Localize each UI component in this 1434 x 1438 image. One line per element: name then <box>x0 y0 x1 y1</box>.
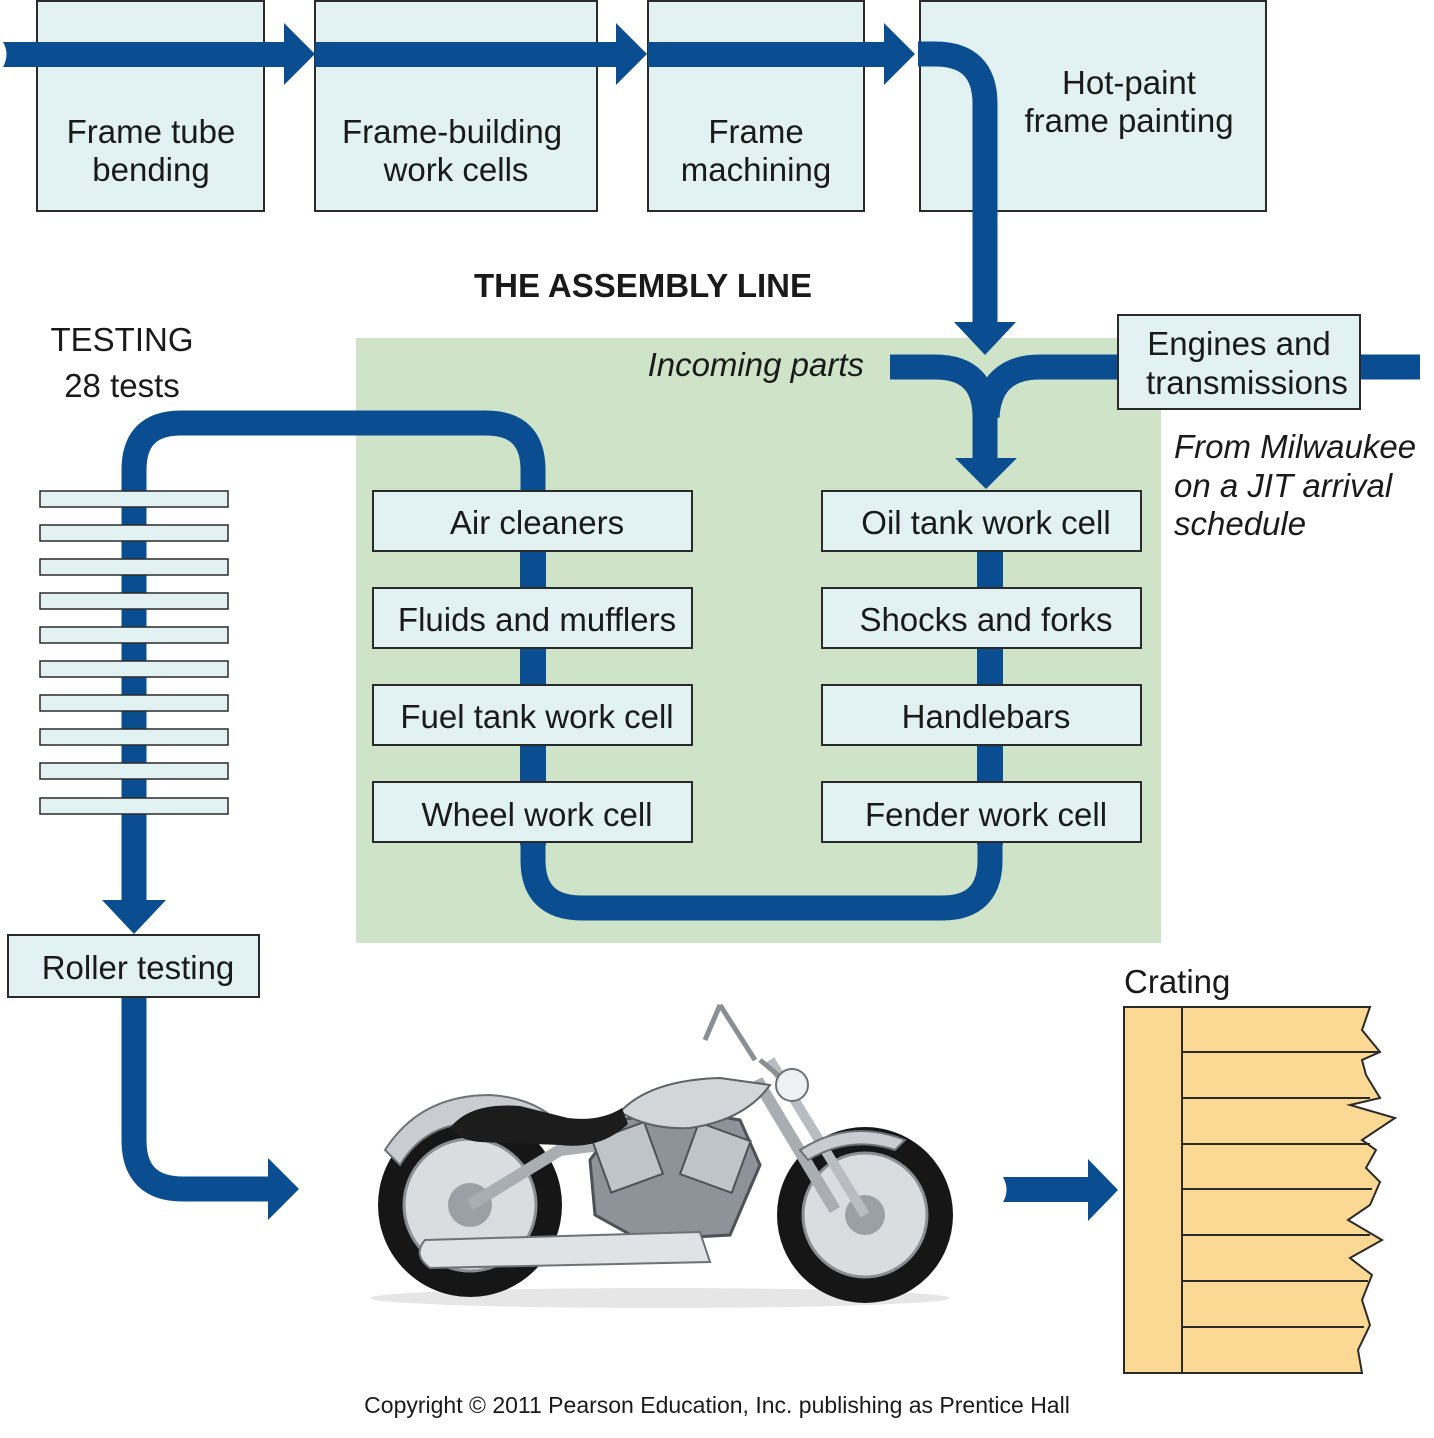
test-plate <box>39 797 229 815</box>
front-fender <box>798 1130 907 1162</box>
exhaust <box>418 1230 712 1270</box>
test-plate <box>39 490 229 508</box>
station-frame-tube-bending <box>36 0 265 212</box>
cell-handlebars <box>821 684 1142 746</box>
flow-arrow-crating <box>1003 1159 1118 1221</box>
cell-air-cleaners <box>372 490 693 552</box>
bike-shadow <box>370 1288 950 1308</box>
motorcycle-illustration <box>370 1003 953 1308</box>
cell-label: Fender work cell <box>865 796 1107 833</box>
cell-oil-tank <box>821 490 1142 552</box>
flow-roller-out <box>121 996 268 1202</box>
cell-fuel-tank <box>372 684 693 746</box>
arrow-head-paint <box>954 322 1016 355</box>
flow-top-loop <box>121 410 546 900</box>
test-plate <box>39 694 229 712</box>
headlight <box>775 1068 809 1102</box>
fuel-tank <box>618 1076 772 1130</box>
flow-arrow-3 <box>648 23 915 85</box>
engines-label: Engines and <box>1147 325 1330 362</box>
incoming-parts-label: Incoming parts <box>648 346 864 383</box>
cell-label: Shocks and forks <box>859 601 1112 638</box>
station-label: Frame-building <box>342 113 562 150</box>
handlebars <box>702 1003 792 1087</box>
test-plate <box>39 592 229 610</box>
source-label: schedule <box>1174 505 1306 542</box>
work-cells <box>7 490 1142 998</box>
test-plate <box>39 660 229 678</box>
test-plates <box>39 490 229 815</box>
station-label: Frame tube <box>67 113 236 150</box>
station-label: Frame <box>708 113 803 150</box>
arrow-head-motorcycle <box>268 1158 299 1220</box>
station-label: frame painting <box>1024 102 1233 139</box>
roller-testing-label: Roller testing <box>42 949 235 986</box>
test-plate <box>39 558 229 576</box>
testing-subtitle: 28 tests <box>64 367 180 404</box>
test-plate <box>39 762 229 780</box>
crate-slats <box>1181 1007 1380 1373</box>
cell-label: Fuel tank work cell <box>400 698 673 735</box>
station-label: Hot-paint <box>1062 64 1196 101</box>
cell-label: Air cleaners <box>450 504 624 541</box>
cell-wheel <box>372 781 693 843</box>
arrow-head-incoming <box>955 458 1017 489</box>
engines-label: transmissions <box>1146 364 1348 401</box>
seat <box>450 1105 628 1146</box>
flow-arrow-2 <box>315 23 647 85</box>
diagram-title: THE ASSEMBLY LINE <box>474 267 812 304</box>
station-label: work cells <box>383 151 529 188</box>
engines-box <box>1117 314 1361 410</box>
station-frame-machining <box>647 0 865 212</box>
cell-fluids-mufflers <box>372 587 693 649</box>
station-label: machining <box>681 151 831 188</box>
crating-label: Crating <box>1124 963 1230 1000</box>
cell-shocks-forks <box>821 587 1142 649</box>
cell-label: Wheel work cell <box>421 796 652 833</box>
cell-label: Handlebars <box>902 698 1071 735</box>
station-frame-building <box>314 0 598 212</box>
copyright: Copyright © 2011 Pearson Education, Inc.… <box>364 1392 1070 1418</box>
flow-bottom-u <box>520 843 1003 921</box>
roller-testing-box <box>7 934 260 998</box>
cell-fender <box>821 781 1142 843</box>
cell-label: Fluids and mufflers <box>398 601 676 638</box>
flow-arrow-1 <box>3 23 315 85</box>
test-plate <box>39 728 229 746</box>
test-plate <box>39 524 229 542</box>
station-label: bending <box>92 151 209 188</box>
cell-label: Oil tank work cell <box>861 504 1110 541</box>
flow-incoming-right <box>974 354 1420 419</box>
source-label: on a JIT arrival <box>1174 467 1394 504</box>
test-plate <box>39 626 229 644</box>
crate <box>1123 1006 1398 1374</box>
arrow-head-testing <box>102 900 166 934</box>
source-label: From Milwaukee <box>1174 428 1416 465</box>
flow-paint-down <box>918 41 998 322</box>
engine-cylinder <box>678 1121 752 1195</box>
testing-title: TESTING <box>50 321 193 358</box>
